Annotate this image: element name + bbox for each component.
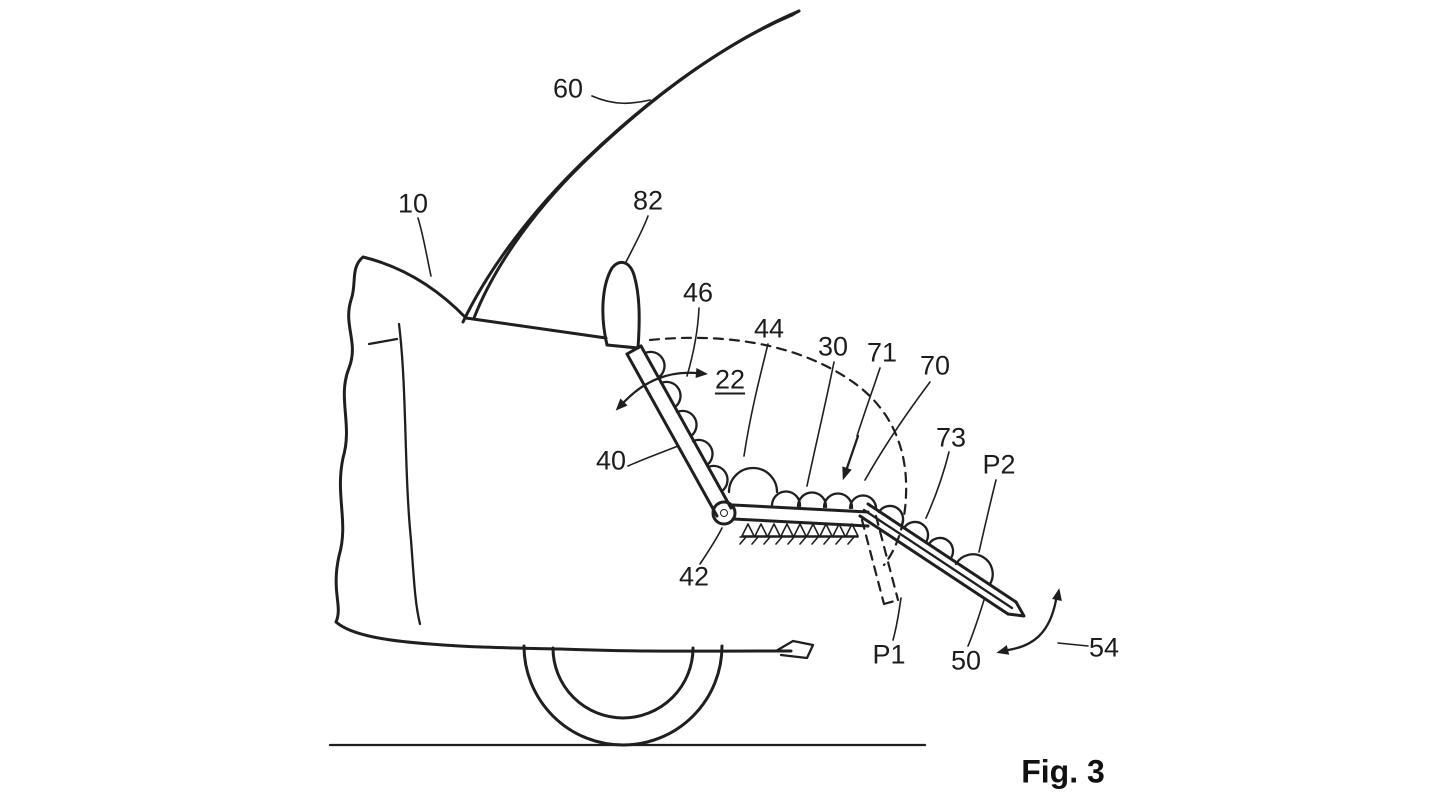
legrest-p1-dashed — [860, 514, 900, 606]
ref-label-10: 10 — [397, 188, 429, 219]
figure-caption: Fig. 3 — [1021, 753, 1105, 790]
legrest-tip — [1006, 600, 1026, 618]
ref-label-42: 42 — [678, 561, 710, 592]
deploy-arrowhead — [842, 466, 852, 481]
leader-42 — [699, 527, 723, 565]
pivot-outer-circle — [711, 500, 737, 526]
body-inner-line — [397, 322, 422, 626]
ref-label-73: 73 — [935, 422, 967, 453]
support-hatching — [739, 536, 855, 545]
legrest-lower-edge — [858, 514, 1010, 616]
leader-lines — [417, 95, 1089, 647]
leader-50 — [967, 599, 985, 647]
leader-46 — [686, 307, 700, 377]
ref-label-71: 71 — [866, 337, 898, 368]
ref-label-70: 70 — [919, 350, 951, 381]
legrest-inner-line — [862, 508, 1014, 610]
seatback-bolster-arcs — [643, 350, 729, 493]
ref-label-50: 50 — [950, 645, 982, 676]
wheel-outer-arc — [522, 644, 724, 747]
leader-60 — [591, 95, 651, 105]
seatback-rear-edge — [639, 344, 733, 510]
body-outline — [334, 255, 793, 653]
leader-73 — [925, 451, 950, 519]
pivot-center-dot — [720, 509, 728, 517]
leader-10 — [417, 217, 432, 277]
leader-70 — [864, 381, 931, 481]
cushion-top-edge — [731, 503, 870, 514]
a-pillar-top-cap — [790, 9, 801, 17]
ref-label-p2: P2 — [982, 449, 1016, 480]
ref-label-60: 60 — [552, 73, 584, 104]
legrest-rotation-arrow — [1006, 598, 1058, 652]
leader-44 — [743, 343, 769, 457]
wheel-inner-arc — [551, 646, 695, 720]
legrest-rotation-arrowhead-bottom — [996, 645, 1010, 655]
legrest-bolster-arcs — [877, 504, 994, 586]
ref-label-82: 82 — [632, 185, 664, 216]
leader-71 — [856, 367, 881, 437]
seatback-rotation-arrow — [622, 371, 698, 404]
seatback-rotation-arrowhead-right — [695, 368, 708, 378]
body-beltline — [464, 316, 608, 340]
seatback-front-edge — [625, 352, 719, 518]
leader-30 — [806, 361, 835, 487]
ref-label-22: 22 — [714, 364, 746, 395]
leader-54 — [1057, 642, 1089, 647]
ref-label-30: 30 — [817, 331, 849, 362]
body-ledge-line — [367, 337, 399, 346]
leader-82 — [625, 215, 649, 263]
ref-label-44: 44 — [753, 313, 785, 344]
cushion-bolster-arcs — [770, 490, 878, 511]
headrest-outline — [601, 260, 641, 350]
ref-label-40: 40 — [595, 445, 627, 476]
body-rear-tab — [774, 639, 815, 660]
a-pillar-inner-line — [472, 13, 794, 320]
a-pillar-outer-line — [461, 9, 801, 324]
cushion-bottom-edge — [731, 517, 870, 528]
seatback-rotation-arrowhead-left — [615, 398, 628, 411]
corner-bolster-arc — [727, 466, 779, 494]
ref-label-54: 54 — [1088, 632, 1120, 663]
ref-label-46: 46 — [682, 277, 714, 308]
legrest-upper-edge — [866, 502, 1018, 604]
support-triangles — [741, 523, 859, 537]
stowed-contour-dashed — [648, 336, 908, 567]
seatback-top-cap — [625, 344, 643, 356]
leader-p2 — [978, 479, 997, 553]
ref-label-p1: P1 — [872, 639, 906, 670]
leader-p1 — [892, 597, 902, 641]
legrest-rotation-arrowhead-top — [1052, 588, 1062, 601]
deploy-arrow-line — [845, 434, 860, 470]
leader-40 — [627, 445, 679, 467]
